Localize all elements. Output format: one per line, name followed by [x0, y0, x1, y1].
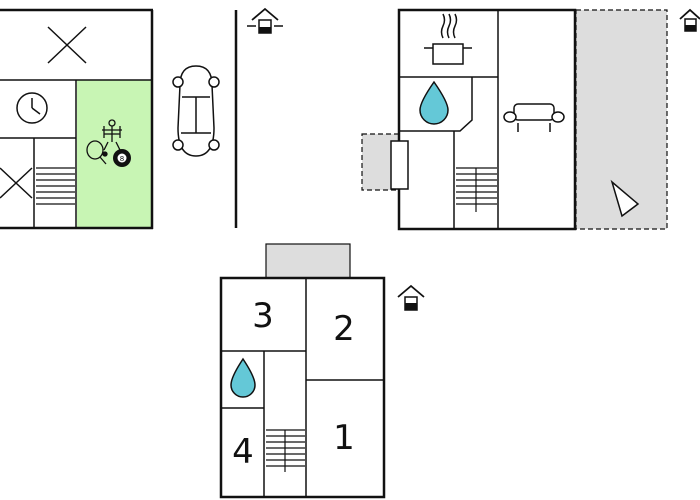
sun-direction-icon: [610, 179, 640, 218]
room-number-1: 1: [333, 418, 355, 458]
table-tennis-icon: [86, 140, 108, 165]
ground-floor: [361, 8, 700, 231]
room-number-3: 3: [252, 296, 274, 336]
entrance-house-icon: [397, 284, 425, 311]
entrance-house-icon: [247, 7, 283, 34]
table-football-icon: [102, 119, 122, 151]
staircase-icon: [36, 167, 75, 205]
upper-floor: 3 2 1 4: [219, 243, 425, 499]
billiard-ball-number: 8: [120, 155, 124, 163]
water-drop-icon: [230, 357, 256, 398]
water-drop-icon: [419, 80, 449, 125]
staircase-icon: [456, 167, 497, 212]
car-icon: [172, 65, 220, 157]
entrance-house-icon: [679, 8, 700, 32]
clock-icon: [16, 92, 48, 124]
room-number-2: 2: [333, 309, 355, 349]
sofa-icon: [503, 103, 565, 132]
billiard-ball-icon: 8: [113, 149, 131, 167]
cross-mark-icon: [0, 167, 33, 199]
cross-mark-icon: [47, 26, 87, 64]
staircase-icon: [266, 429, 305, 472]
room-number-4: 4: [232, 432, 254, 472]
upper-balcony: [265, 243, 351, 279]
cooking-pot-icon: [424, 13, 472, 65]
basement-floor: 8: [0, 7, 283, 230]
